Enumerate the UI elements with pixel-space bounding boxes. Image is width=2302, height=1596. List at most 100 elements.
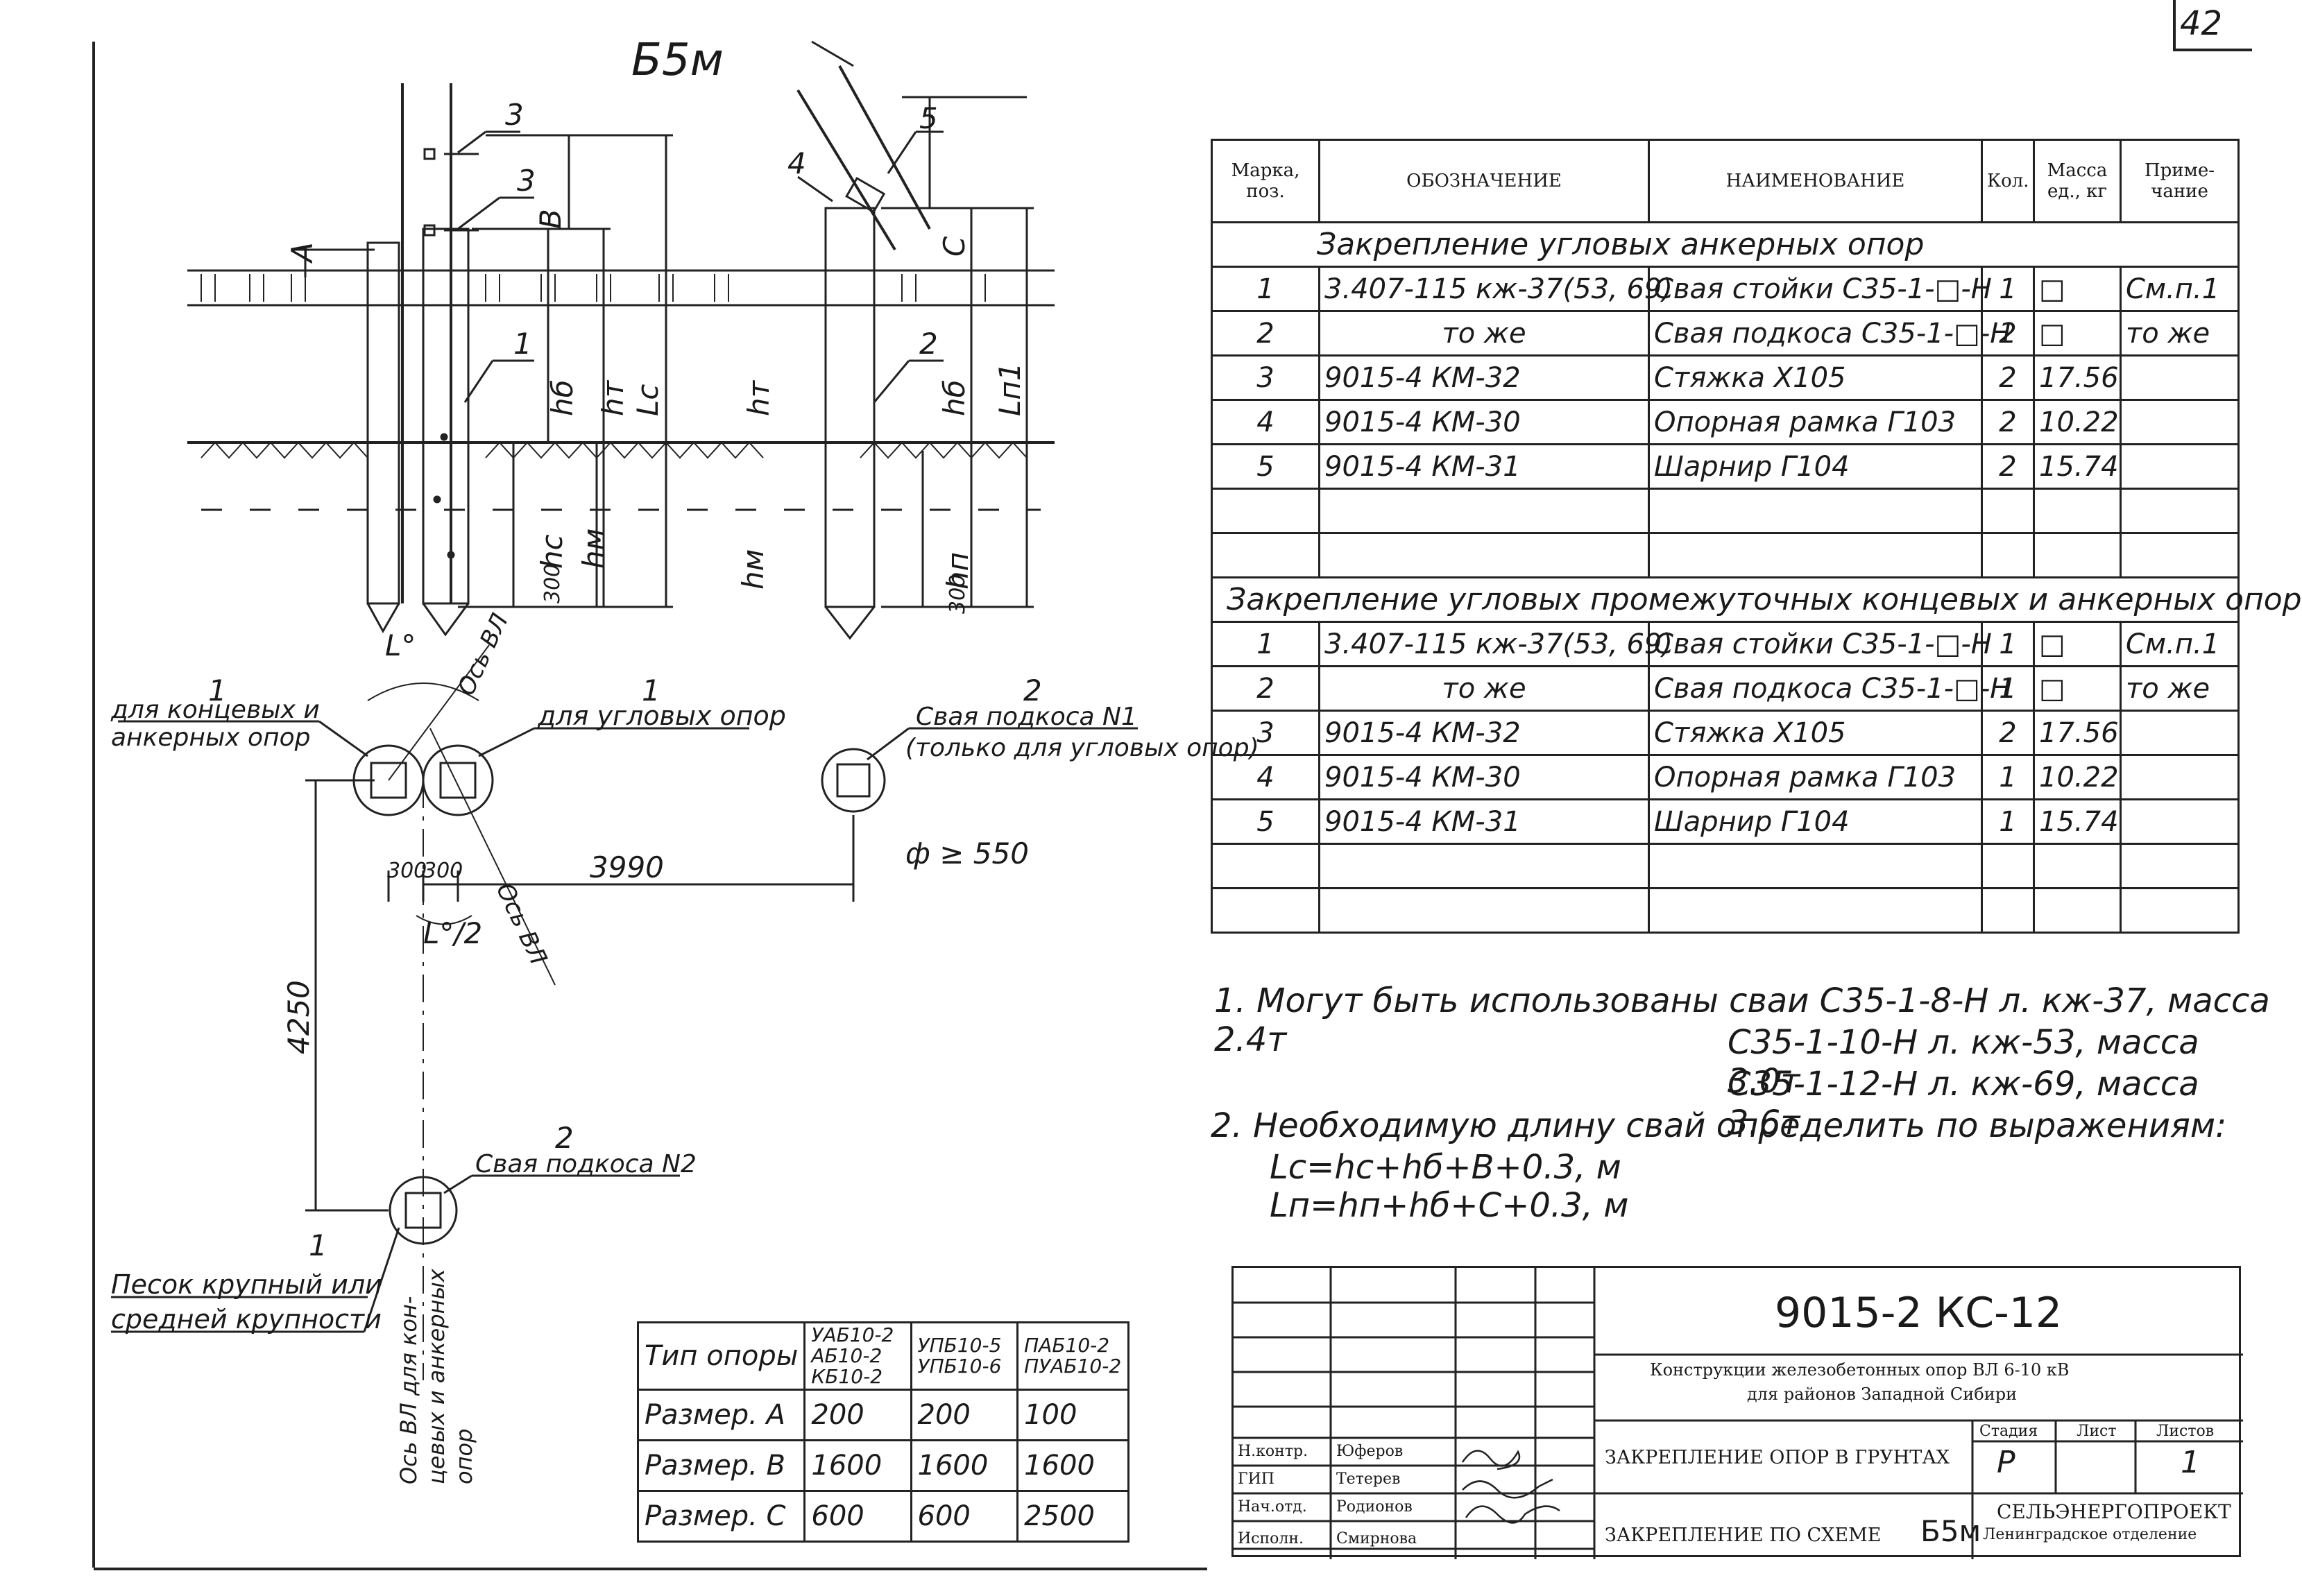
type-cell: 100 xyxy=(1016,1389,1129,1441)
callout-3a: 3 xyxy=(505,98,524,132)
spec-cell: Опорная рамка Г103 xyxy=(1648,399,1983,445)
type-cell: Размер. С xyxy=(636,1490,806,1543)
spec-cell: то же xyxy=(1318,665,1650,712)
pile-drawing: А В hб hт Lс hс hм 300 hт hб Lп1 С hм hп… xyxy=(92,40,1259,1570)
dim-300: 300 xyxy=(540,564,565,603)
spec-cell: 2 xyxy=(1981,310,2035,357)
role-2: ГИП xyxy=(1238,1470,1274,1488)
type-cell: 1600 xyxy=(910,1439,1019,1492)
spec-cell: 3.407-115 кж-37(53, 69) xyxy=(1318,266,1673,312)
label-end-num: 1 xyxy=(208,673,227,707)
label-sand-a: Песок крупный или xyxy=(111,1269,382,1300)
spec-empty-row xyxy=(1211,887,2240,934)
spec-cell: 5 xyxy=(1211,443,1320,490)
spec-cell: 9015-4 КМ-32 xyxy=(1318,710,1650,756)
spec-cell: См.п.1 xyxy=(2120,621,2240,667)
dim-3990: 3990 xyxy=(590,850,664,884)
dim-4250: 4250 xyxy=(282,980,316,1054)
label-strut2: Свая подкоса N2 xyxy=(475,1150,697,1178)
label-strut2-num: 2 xyxy=(555,1121,574,1155)
spec-cell: 17.56 xyxy=(2033,354,2122,401)
callout-3b: 3 xyxy=(517,164,536,198)
spec-cell: □ xyxy=(2033,310,2122,357)
spec-cell: 3.407-115 кж-37(53, 69) xyxy=(1318,621,1673,667)
spec-cell xyxy=(2120,710,2240,756)
spec-cell: См.п.1 xyxy=(2120,266,2240,312)
spec-cell xyxy=(2120,354,2240,401)
spec-cell: Свая стойки С35-1-□-Н xyxy=(1648,621,1992,667)
spec-empty-row xyxy=(1211,843,2240,889)
callout-2: 2 xyxy=(919,327,938,361)
label-axis-v2: цевых и анкерных xyxy=(423,1268,450,1484)
dim-hm-right: hм xyxy=(736,549,770,590)
role-4: Исполн. xyxy=(1238,1530,1304,1547)
spec-cell xyxy=(2120,798,2240,845)
spec-cell: 2 xyxy=(1981,354,2035,401)
label-strut1-b: (только для угловых опор) xyxy=(905,734,1259,762)
note-1b: С35-1-10-Н л. кж-53, масса 3.0т xyxy=(1728,1023,2199,1101)
type-col0: Тип опоры xyxy=(636,1321,806,1391)
spec-header: ОБОЗНАЧЕНИЕ xyxy=(1318,139,1650,223)
scheme-code: Б5м xyxy=(1920,1514,1981,1548)
note-1c: С35-1-12-Н л. кж-69, масса 3.6т xyxy=(1728,1065,2199,1142)
label-axis-bottom: Ось ВЛ xyxy=(491,879,552,969)
spec-cell: 1 xyxy=(1981,266,2035,312)
note-1a: 1. Могут быть использованы сваи С35-1-8-… xyxy=(1214,981,2270,1059)
type-col3: ПАБ10-2 ПУАБ10-2 xyxy=(1016,1321,1129,1391)
spec-cell: □ xyxy=(2033,266,2122,312)
spec-header: Масса ед., кг xyxy=(2033,139,2122,223)
name-4: Смирнова xyxy=(1336,1530,1417,1547)
label-end-a: для концевых и xyxy=(110,696,320,724)
spec-cell: 3 xyxy=(1211,354,1320,401)
type-col2: УПБ10-5 УПБ10-6 xyxy=(910,1321,1019,1391)
spec-cell: 9015-4 КМ-30 xyxy=(1318,754,1650,800)
sheets-header: Листов xyxy=(2156,1423,2215,1440)
spec-cell: Шарнир Г104 xyxy=(1648,798,1983,845)
spec-cell: 1 xyxy=(1981,621,2035,667)
page-number-box xyxy=(2173,0,2252,51)
spec-cell: 9015-4 КМ-31 xyxy=(1318,798,1650,845)
spec-cell: Опорная рамка Г103 xyxy=(1648,754,1983,800)
dim-300b: 300 xyxy=(423,859,463,883)
type-cell: Размер. А xyxy=(636,1389,806,1441)
dim-ht-right: hт xyxy=(742,379,776,416)
spec-cell: 1 xyxy=(1211,621,1320,667)
org-name: СЕЛЬЭНЕРГОПРОЕКТ xyxy=(1997,1500,2231,1523)
spec-cell: 2 xyxy=(1211,310,1320,357)
type-cell: 200 xyxy=(803,1389,912,1441)
type-cell: 200 xyxy=(910,1389,1019,1441)
callout-1: 1 xyxy=(513,327,532,361)
sheet-header: Лист xyxy=(2077,1423,2117,1440)
spec-cell: то же xyxy=(2120,665,2240,712)
type-cell: 1600 xyxy=(803,1439,912,1492)
spec-cell: 4 xyxy=(1211,754,1320,800)
spec-cell: 1 xyxy=(1981,665,2035,712)
callout-4: 4 xyxy=(787,146,806,180)
dim-300-right: 300 xyxy=(946,574,970,614)
dim-ht: hт xyxy=(596,379,630,416)
formula-2: Lп=hп+hб+С+0.3, м xyxy=(1270,1186,1629,1225)
spec-cell: 1 xyxy=(1211,266,1320,312)
label-end-b: анкерных опор xyxy=(111,723,311,752)
project-line2: для районов Западной Сибири xyxy=(1747,1384,2018,1404)
spec-cell: Свая стойки С35-1-□-Н xyxy=(1648,266,1992,312)
scheme-caption: ЗАКРЕПЛЕНИЕ ПО СХЕМЕ xyxy=(1605,1525,1882,1546)
label-corner-num: 1 xyxy=(642,673,660,707)
signature-marks xyxy=(1461,1450,1560,1524)
formula-1: Lс=hс+hб+В+0.3, м xyxy=(1270,1148,1621,1187)
spec-section-row: Закрепление угловых промежуточных концев… xyxy=(1211,576,2302,623)
stage-value: Р xyxy=(1997,1445,2015,1480)
spec-empty-row xyxy=(1211,532,2240,578)
label-alpha-half: L°/2 xyxy=(423,916,482,950)
spec-cell: Свая подкоса С35-1-□-Н xyxy=(1648,665,2011,712)
spec-header-row: Марка, поз. ОБОЗНАЧЕНИЕ НАИМЕНОВАНИЕ Кол… xyxy=(1211,139,2240,223)
org-branch: Ленинградское отделение xyxy=(1983,1526,2197,1543)
